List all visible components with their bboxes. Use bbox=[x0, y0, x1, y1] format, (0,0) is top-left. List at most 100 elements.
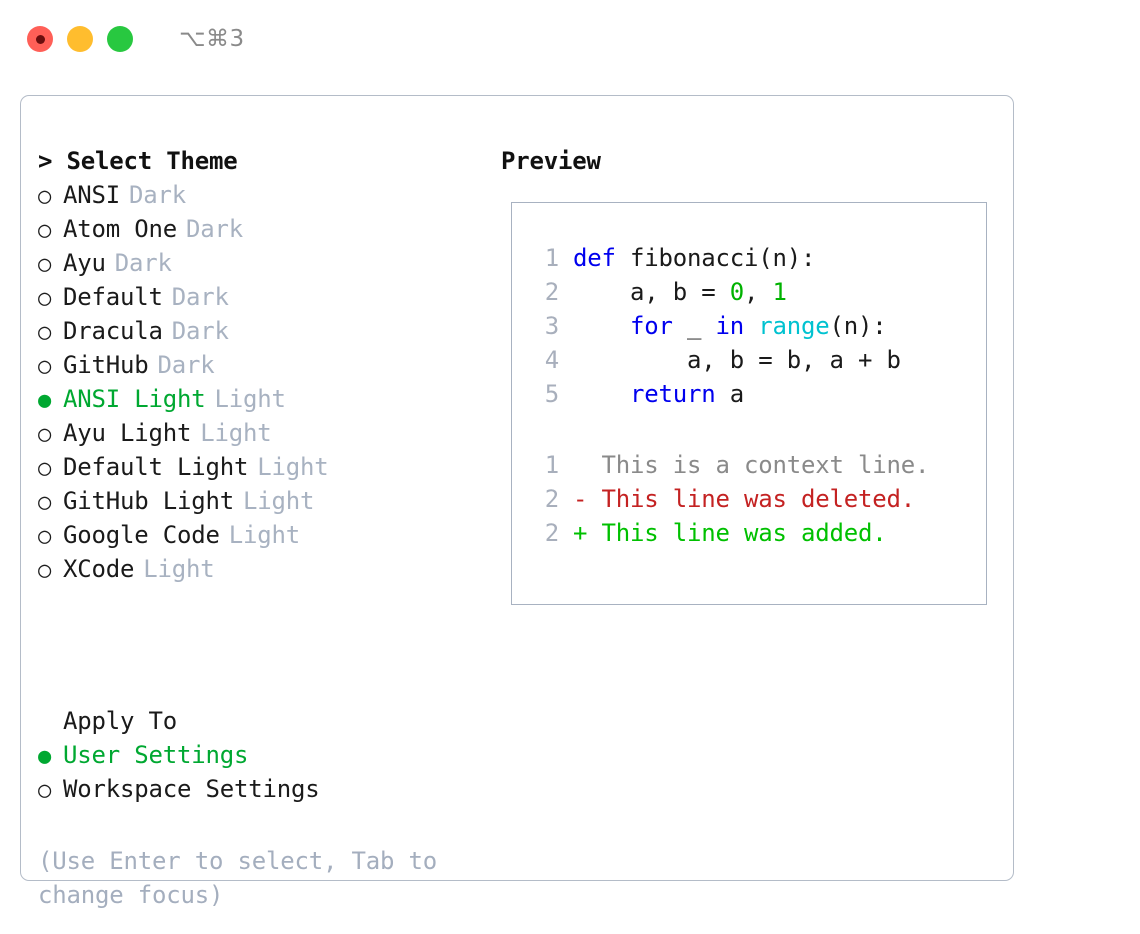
diff-line-text: This line was deleted. bbox=[601, 485, 916, 513]
code-token-plain bbox=[744, 312, 758, 340]
theme-option-kind-badge: Dark bbox=[157, 351, 215, 379]
code-token-plain: , bbox=[744, 278, 773, 306]
code-line-text: a, b = 0, 1 bbox=[573, 275, 787, 309]
theme-option-kind-badge: Dark bbox=[171, 283, 229, 311]
line-number: 1 bbox=[544, 244, 559, 272]
theme-option-ansi-light[interactable]: ● ANSI Light Light bbox=[38, 382, 488, 416]
code-line: 2 a, b = 0, 1 bbox=[525, 275, 965, 309]
diff-marker-del: - bbox=[573, 485, 602, 513]
theme-option-kind-badge: Dark bbox=[129, 181, 186, 209]
diff-marker-ctx bbox=[573, 448, 602, 482]
diff-line: 2 + This line was added. bbox=[525, 516, 975, 550]
code-token-plain: _ bbox=[672, 312, 716, 340]
radio-selected-icon: ● bbox=[38, 388, 52, 413]
diff-marker-add: + bbox=[573, 519, 602, 547]
title-bar: ⌥⌘3 bbox=[0, 0, 1140, 78]
code-token-kw: def bbox=[573, 244, 616, 272]
theme-option-label: Atom One bbox=[63, 215, 177, 243]
preview-heading: Preview bbox=[501, 147, 601, 175]
close-inner-dot-icon bbox=[35, 34, 45, 44]
keyboard-hint-text: (Use Enter to select, Tab to change focu… bbox=[38, 847, 437, 909]
theme-option-kind-badge: Light bbox=[243, 487, 315, 515]
diff-line-text: This line was added. bbox=[601, 519, 887, 547]
theme-option-label: XCode bbox=[63, 555, 135, 583]
code-token-plain: fibonacci(n): bbox=[615, 244, 816, 272]
theme-option-kind-badge: Light bbox=[200, 419, 272, 447]
theme-list-heading: > Select Theme bbox=[38, 147, 238, 175]
code-token-plain: a bbox=[715, 380, 744, 408]
theme-option-atom-one[interactable]: ○ Atom One Dark bbox=[38, 212, 488, 246]
zoom-button-icon[interactable] bbox=[107, 26, 133, 52]
radio-unselected-icon: ○ bbox=[38, 218, 52, 243]
diff-sample: 1 This is a context line. 2- This line wa… bbox=[525, 448, 975, 550]
preview-section: Preview bbox=[501, 144, 1001, 178]
theme-option-label: GitHub bbox=[63, 351, 149, 379]
diff-line-number: 2 bbox=[544, 485, 559, 513]
code-token-kw: for bbox=[630, 312, 673, 340]
close-button-icon[interactable] bbox=[27, 26, 53, 52]
theme-option-label: Google Code bbox=[63, 521, 220, 549]
radio-selected-icon: ● bbox=[38, 744, 52, 769]
diff-line: 1 This is a context line. bbox=[525, 448, 975, 482]
code-line: 1 def fibonacci(n): bbox=[525, 241, 965, 275]
radio-unselected-icon: ○ bbox=[38, 320, 52, 345]
theme-option-label: Ayu bbox=[63, 249, 106, 277]
theme-option-kind-badge: Light bbox=[143, 555, 215, 583]
code-token-plain: (n): bbox=[829, 312, 887, 340]
diff-line-text: This is a context line. bbox=[601, 451, 930, 479]
radio-unselected-icon: ○ bbox=[38, 558, 52, 583]
theme-option-default[interactable]: ○ Default Dark bbox=[38, 280, 488, 314]
diff-line-number: 2 bbox=[544, 519, 559, 547]
code-token-num: 0 bbox=[729, 278, 744, 306]
code-line-text: def fibonacci(n): bbox=[573, 241, 815, 275]
theme-option-xcode[interactable]: ○ XCode Light bbox=[38, 552, 488, 586]
code-token-plain bbox=[573, 380, 630, 408]
code-line-text: for _ in range(n): bbox=[573, 309, 887, 343]
code-token-num: 1 bbox=[772, 278, 787, 306]
apply-to-options: ● User Settings ○Workspace Settings bbox=[38, 738, 488, 806]
theme-option-kind-badge: Dark bbox=[114, 249, 172, 277]
code-token-kw: in bbox=[715, 312, 745, 340]
theme-option-ansi[interactable]: ○ ANSI Dark bbox=[38, 178, 488, 212]
theme-option-label: ANSI Light bbox=[63, 385, 206, 413]
apply-to-option-user-settings[interactable]: ● User Settings bbox=[38, 738, 488, 772]
minimize-button-icon[interactable] bbox=[67, 26, 93, 52]
radio-unselected-icon: ○ bbox=[38, 354, 52, 379]
theme-option-ayu-light[interactable]: ○ Ayu Light Light bbox=[38, 416, 488, 450]
theme-option-label: GitHub Light bbox=[63, 487, 234, 515]
theme-option-label: Ayu Light bbox=[63, 419, 192, 447]
code-line-text: a, b = b, a + b bbox=[573, 343, 901, 377]
theme-option-label: Default Light bbox=[63, 453, 249, 481]
line-number: 4 bbox=[544, 346, 559, 374]
code-token-plain: a, b = bbox=[573, 278, 730, 306]
radio-unselected-icon: ○ bbox=[38, 184, 52, 209]
apply-to-option-label: User Settings bbox=[63, 741, 249, 769]
theme-option-kind-badge: Light bbox=[214, 385, 286, 413]
line-number: 3 bbox=[544, 312, 559, 340]
code-line: 4 a, b = b, a + b bbox=[525, 343, 965, 377]
theme-option-label: Default bbox=[63, 283, 163, 311]
radio-unselected-icon: ○ bbox=[38, 422, 52, 447]
radio-unselected-icon: ○ bbox=[38, 286, 52, 311]
theme-option-kind-badge: Light bbox=[257, 453, 329, 481]
radio-unselected-icon: ○ bbox=[38, 778, 52, 803]
theme-option-label: ANSI bbox=[63, 181, 120, 209]
code-line-text: return a bbox=[573, 377, 744, 411]
code-line: 5 return a bbox=[525, 377, 965, 411]
theme-option-kind-badge: Dark bbox=[186, 215, 243, 243]
diff-line-number: 1 bbox=[544, 451, 559, 479]
theme-option-label: Dracula bbox=[63, 317, 163, 345]
code-token-fn: range bbox=[758, 312, 830, 340]
theme-option-github[interactable]: ○ GitHub Dark bbox=[38, 348, 488, 382]
apply-to-option-workspace-settings[interactable]: ○Workspace Settings bbox=[38, 772, 488, 806]
